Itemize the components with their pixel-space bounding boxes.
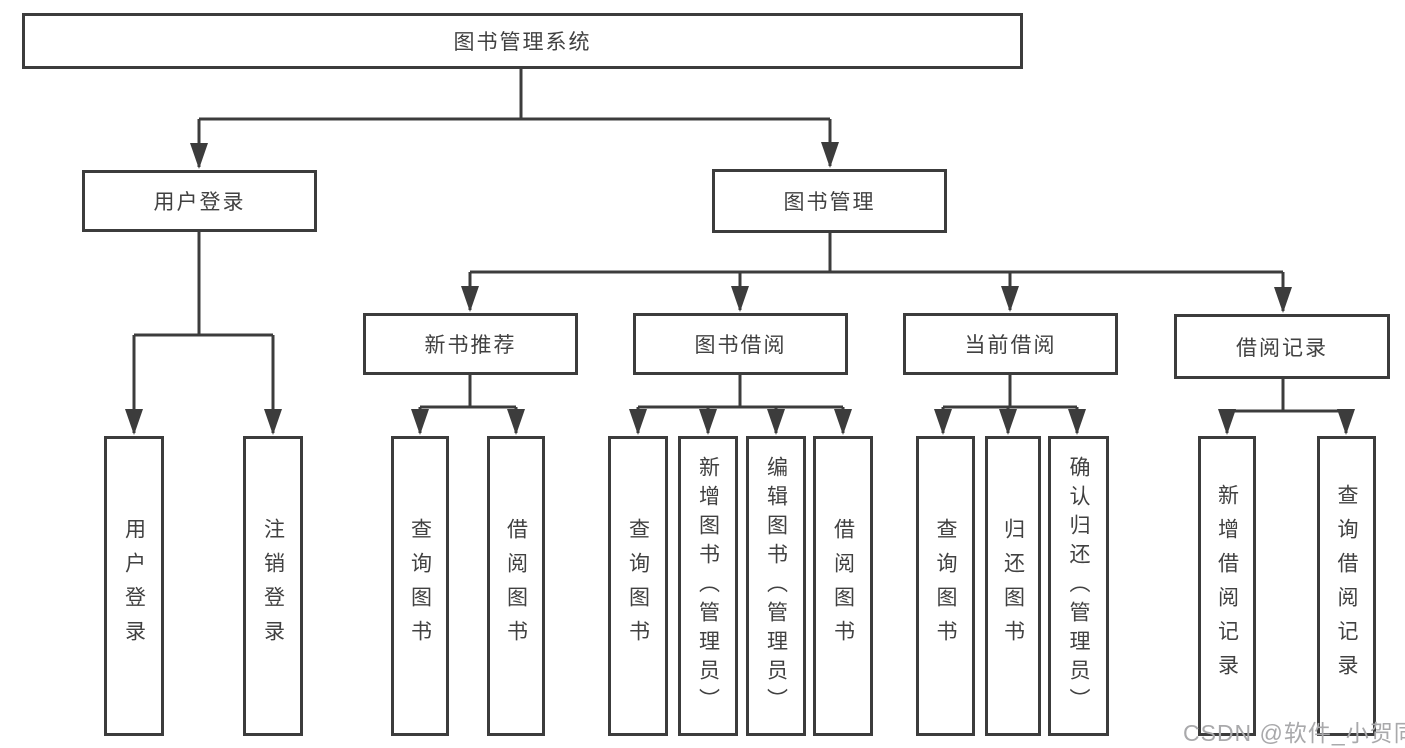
node-root-library-system: 图书管理系统 (22, 13, 1023, 69)
leaf-confirm-return-admin: 确认归还（管理员） (1048, 436, 1109, 736)
leaf-query-books-3: 查询图书 (916, 436, 975, 736)
leaf-logout: 注销登录 (243, 436, 303, 736)
leaf-edit-book-admin: 编辑图书（管理员） (746, 436, 806, 736)
csdn-watermark: CSDN @软件_小贺同学 (1183, 720, 1405, 746)
node-user-login: 用户登录 (82, 170, 317, 232)
leaf-user-login: 用户登录 (104, 436, 164, 736)
node-borrow-records: 借阅记录 (1174, 314, 1390, 379)
leaf-query-books-1: 查询图书 (391, 436, 449, 736)
leaf-return-book: 归还图书 (985, 436, 1041, 736)
leaf-borrow-books-2: 借阅图书 (813, 436, 873, 736)
node-new-book-recommend: 新书推荐 (363, 313, 578, 375)
leaf-borrow-books-1: 借阅图书 (487, 436, 545, 736)
leaf-query-books-2: 查询图书 (608, 436, 668, 736)
node-current-borrow: 当前借阅 (903, 313, 1118, 375)
leaf-query-borrow-record: 查询借阅记录 (1317, 436, 1376, 736)
node-book-borrow: 图书借阅 (633, 313, 848, 375)
node-book-management: 图书管理 (712, 169, 947, 233)
leaf-add-book-admin: 新增图书（管理员） (678, 436, 738, 736)
leaf-add-borrow-record: 新增借阅记录 (1198, 436, 1256, 736)
